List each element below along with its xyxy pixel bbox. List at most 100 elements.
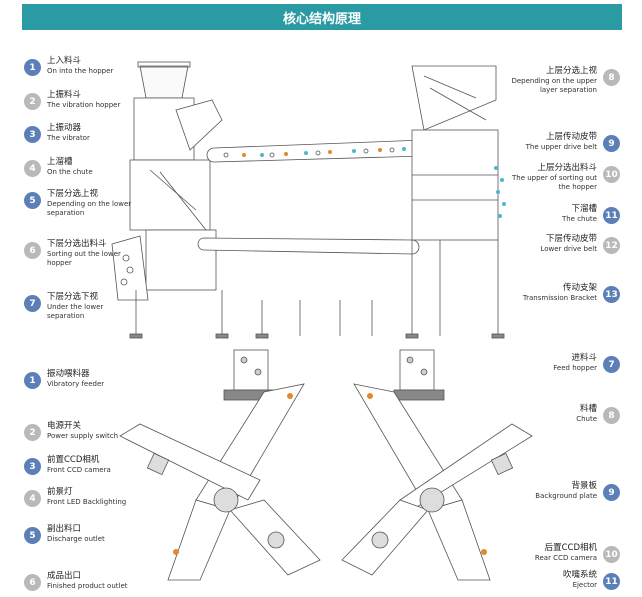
callout-label-en: On the chute [47,168,93,176]
callout-number-badge: 5 [24,527,41,544]
callout-number-badge: 1 [24,59,41,76]
callout-label-en: Vibratory feeder [47,380,105,388]
callout-number-badge: 5 [24,192,41,209]
callout-label-zh: 下溜槽 [571,204,597,214]
callout-label-en: Under the lower separation [47,303,104,320]
page-title: 核心结构原理 [282,11,361,27]
callout-number-badge: 6 [24,242,41,259]
callout-label-en: The vibrator [47,134,90,142]
callout-label-zh: 吹嘴系统 [562,570,597,580]
top-right-machine [405,65,506,339]
callout-label-en: Background plate [535,492,597,500]
callout-label-zh: 背景板 [571,481,597,491]
callout-label-zh: 上振动器 [47,123,82,133]
callout-label-en: Depending on the lower separation [47,200,132,217]
callout-number-badge: 13 [603,286,620,303]
lower-belt [197,237,420,255]
callout-label-zh: 成品出口 [47,571,82,581]
bottom-sorter-left [119,349,321,581]
callout-number-badge: 2 [24,93,41,110]
callout-label-zh: 下层分选下视 [47,292,99,302]
callout-label-zh: 下层分选出料斗 [47,239,107,249]
callout-label-zh: 振动喂料器 [47,369,90,379]
callout-number-badge: 3 [24,458,41,475]
callout-label-en: Depending on the upper layer separation [511,77,597,94]
callout-number-badge: 7 [603,356,620,373]
callout-label-zh: 上入料斗 [47,56,82,66]
callout-label-en: The chute [561,215,597,223]
callout-label-zh: 上振料斗 [47,90,82,100]
callout-label-en: Feed hopper [553,364,597,372]
callout-number-badge: 10 [603,166,620,183]
callout-label-en: The vibration hopper [47,101,121,109]
callout-number-badge: 11 [603,573,620,590]
callout-number-badge: 3 [24,126,41,143]
callout-label-en: Finished product outlet [47,582,128,590]
callout-label-zh: 下层传动皮带 [545,234,597,244]
callout-label-en: Rear CCD camera [534,554,597,562]
callout-label-zh: 上层分选出料斗 [537,163,597,173]
callout-label-zh: 前置CCD相机 [47,455,100,465]
callout-label-zh: 前景灯 [47,487,73,497]
callout-label-zh: 上层分选上视 [545,66,597,76]
callout-number-badge: 1 [24,372,41,389]
callout-label-en: Front LED Backlighting [47,498,127,506]
callout-label-zh: 上溜槽 [47,157,73,167]
callout-number-badge: 4 [24,490,41,507]
callout-number-badge: 8 [603,407,620,424]
callout-number-badge: 9 [603,484,620,501]
callout-label-zh: 料槽 [579,404,597,414]
bottom-sorter-right [341,349,533,581]
callout-label-en: Ejector [572,581,597,589]
callout-number-badge: 10 [603,546,620,563]
callout-label-zh: 上层传动皮带 [545,132,597,142]
callout-label-en: The upper of sorting out the hopper [511,174,597,191]
callout-label-zh: 下层分选上视 [47,189,99,199]
callout-label-en: The upper drive belt [525,143,597,151]
callout-number-badge: 9 [603,135,620,152]
callout-label-en: Power supply switch [47,432,119,440]
callout-label-zh: 副出料口 [47,524,82,534]
callout-label-zh: 电源开关 [47,421,82,431]
callout-label-en: Front CCD camera [47,466,111,474]
callout-number-badge: 8 [603,69,620,86]
callout-number-badge: 7 [24,295,41,312]
callout-label-en: Sorting out the lower hopper [47,250,121,267]
upper-belt [206,139,433,163]
top-left-machine [111,61,373,339]
callout-label-en: On into the hopper [47,67,114,75]
callout-label-en: Transmission Bracket [522,294,597,302]
callout-label-en: Lower drive belt [540,245,597,253]
callout-number-badge: 12 [603,237,620,254]
callout-number-badge: 2 [24,424,41,441]
callout-label-zh: 传动支架 [562,283,597,293]
callout-number-badge: 6 [24,574,41,591]
page-title-banner: 核心结构原理 [22,4,622,30]
callout-label-zh: 进料斗 [571,353,597,363]
callout-number-badge: 4 [24,160,41,177]
